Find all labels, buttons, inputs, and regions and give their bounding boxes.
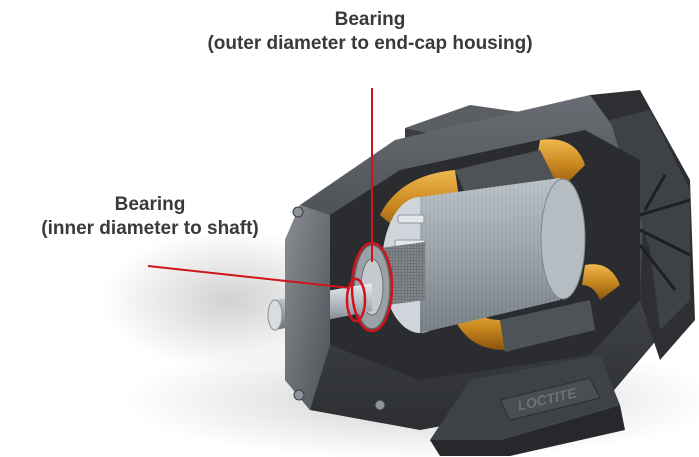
outer-bearing-title: Bearing: [334, 9, 406, 30]
inner-bearing-detail: (inner diameter to shaft): [41, 218, 259, 239]
inner-bearing-label: Bearing (inner diameter to shaft): [0, 193, 300, 241]
inner-bearing-highlight: [345, 277, 367, 323]
shaft-end: [267, 299, 283, 331]
front-end-cap: [285, 205, 330, 410]
housing-bolts: [292, 206, 386, 411]
outer-bearing-detail: (outer diameter to end-cap housing): [207, 33, 533, 54]
top-mount-block: [405, 105, 520, 138]
stator-winding-top-right: [535, 139, 585, 190]
brand-plate: [499, 377, 601, 421]
rotor-rear-face: [540, 178, 586, 300]
outer-bearing-label: Bearing (outer diameter to end-cap housi…: [160, 8, 580, 56]
stator-core-bottom: [500, 300, 595, 352]
inner-bearing-title: Bearing: [114, 194, 186, 215]
stator-winding-bottom-right: [582, 264, 620, 300]
cooling-fan: [638, 174, 691, 291]
inner-bearing-callout-line: [147, 265, 351, 289]
